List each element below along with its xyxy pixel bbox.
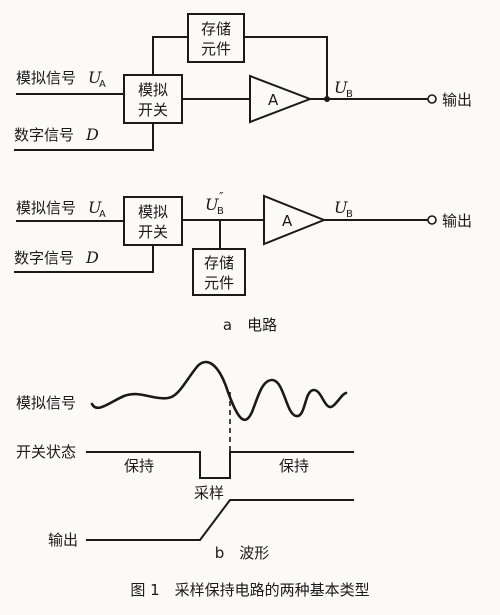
c1-feedback-wire-right [244, 36, 328, 99]
switch-state-waveform [86, 451, 354, 479]
caption-b: b 波形 [215, 544, 270, 562]
circuit-2: 模拟信号 U A 模拟 开关 数字信号 D U B ″ 存储 元件 A U B … [14, 190, 472, 296]
c2-digital-control-wire [14, 245, 154, 273]
c2-output-label: 输出 [442, 212, 472, 230]
c1-output-label: 输出 [442, 91, 472, 109]
c2-storage-line2: 元件 [204, 274, 234, 292]
c1-storage-line2: 元件 [201, 40, 231, 58]
c1-analog-input-symbol: U [88, 68, 102, 87]
wave-output-label: 输出 [48, 531, 78, 549]
c2-digital-input-symbol: D [85, 248, 99, 267]
c1-analog-input-sub: A [99, 79, 106, 90]
figure-caption: 图 1 采样保持电路的两种基本类型 [130, 581, 369, 599]
c2-node-symbol: U [205, 195, 219, 214]
c2-node-sub: B [217, 206, 224, 217]
hold-label-left: 保持 [124, 457, 154, 475]
c2-amp-label: A [282, 212, 293, 230]
c2-switch-line1: 模拟 [138, 203, 168, 221]
c1-feedback-wire-left [152, 36, 188, 75]
c1-digital-input-symbol: D [85, 125, 99, 144]
c1-amp-label: A [268, 91, 279, 109]
c2-output-sub: B [346, 209, 353, 220]
c2-analog-input-label: 模拟信号 [16, 199, 76, 217]
c2-storage-line1: 存储 [204, 254, 234, 272]
c2-storage-element-box [192, 248, 246, 296]
c2-node-sup: ″ [219, 190, 224, 204]
c1-output-node-dot [324, 96, 330, 102]
c2-analog-input-sub: A [99, 209, 106, 220]
c2-output-terminal [427, 215, 437, 225]
circuit-1: 模拟信号 U A 模拟 开关 数字信号 D 存储 元件 A U B 输出 [14, 13, 472, 151]
c1-amplifier-triangle [249, 74, 313, 124]
switch-state-label: 开关状态 [16, 443, 76, 461]
hold-label-right: 保持 [279, 457, 309, 475]
sample-label: 采样 [194, 484, 224, 502]
analog-signal-wave [90, 360, 348, 421]
output-waveform [86, 499, 354, 541]
c2-analog-input-symbol: U [88, 198, 102, 217]
c2-output-symbol: U [334, 198, 348, 217]
c1-digital-control-wire [14, 123, 154, 151]
c2-digital-input-label: 数字信号 [14, 249, 74, 267]
c1-output-symbol: U [334, 78, 348, 97]
waveforms: 模拟信号 开关状态 保持 保持 采样 输出 [16, 360, 354, 549]
c1-switch-line1: 模拟 [138, 81, 168, 99]
c1-digital-input-label: 数字信号 [14, 126, 74, 144]
c1-output-sub: B [346, 89, 353, 100]
c1-storage-line1: 存储 [201, 20, 231, 38]
caption-a: a 电路 [223, 316, 277, 334]
wave-analog-label: 模拟信号 [16, 394, 76, 412]
c2-amplifier-triangle [263, 194, 327, 246]
c1-analog-input-label: 模拟信号 [16, 69, 76, 87]
c1-switch-line2: 开关 [138, 101, 168, 119]
c1-output-terminal [427, 94, 437, 104]
c2-switch-line2: 开关 [138, 223, 168, 241]
